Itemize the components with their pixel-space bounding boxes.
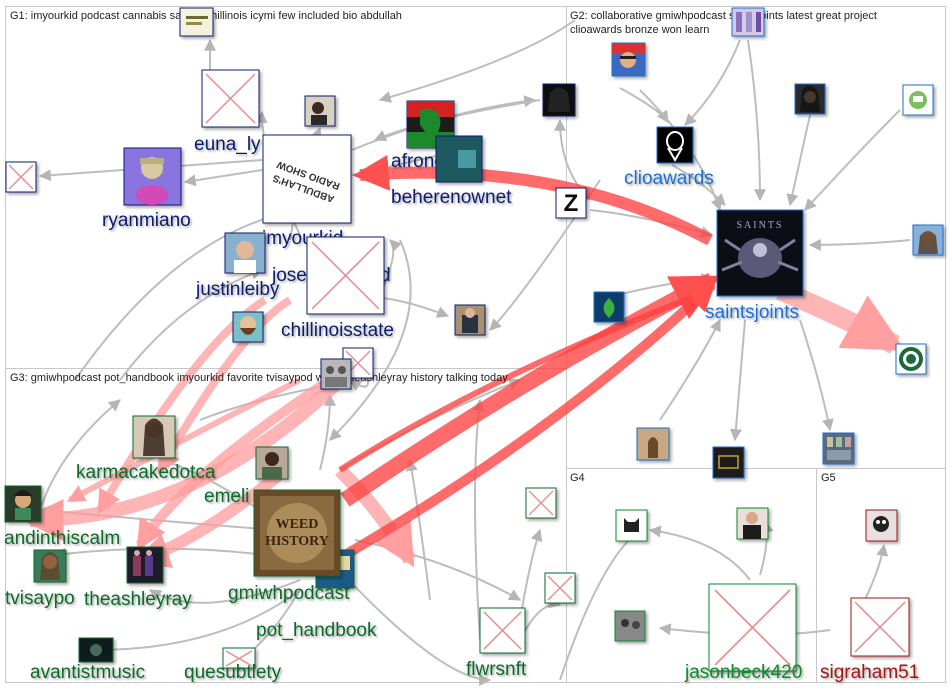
group-box-g5: [816, 468, 946, 683]
group-title-g2-line2: clioawards bronze won learn: [570, 24, 709, 36]
label-emeli: emeli: [204, 486, 249, 507]
group-title-g2: G2: collaborative gmiwhpodcast saintsjoi…: [570, 10, 877, 22]
svg-text:Z: Z: [564, 190, 579, 217]
node-broken-small-g3-1[interactable]: [525, 487, 557, 519]
label-flwrsnft: flwrsnft: [466, 659, 527, 680]
node-afronola[interactable]: [406, 100, 455, 149]
node-woman-right-g2[interactable]: [912, 224, 944, 256]
node-euna_ly[interactable]: [201, 69, 260, 128]
node-ryanmiano[interactable]: [123, 147, 182, 206]
node-jasonbeck420[interactable]: [708, 583, 797, 672]
node-theashleyray[interactable]: [126, 546, 164, 584]
label-beherenownet: beherenownet: [391, 187, 512, 208]
label-sigraham51: sigraham51: [820, 662, 919, 683]
node-avantistmusic[interactable]: [78, 637, 114, 663]
node-chillinoisstate[interactable]: [306, 236, 385, 315]
group-boxes: [5, 6, 946, 683]
node-pink-banner[interactable]: [731, 7, 765, 37]
node-woman-small-g2[interactable]: [794, 83, 826, 115]
node-circle-badge-g2[interactable]: [895, 343, 927, 375]
label-jose-suffix: d: [380, 265, 391, 286]
node-gmiwhpodcast[interactable]: WEED HISTORY: [253, 489, 341, 577]
label-avantistmusic: avantistmusic: [30, 662, 145, 683]
node-cartoon-beard[interactable]: [232, 311, 264, 343]
node-gold-logo-g2[interactable]: [712, 446, 745, 479]
node-emeli[interactable]: [255, 446, 289, 480]
node-flag-man[interactable]: [611, 42, 646, 77]
node-clioawards[interactable]: [656, 126, 694, 164]
label-chillinoisstate: chillinoisstate: [281, 320, 394, 341]
node-bw-photo-g4[interactable]: [614, 610, 646, 642]
node-person-small-3[interactable]: [454, 304, 486, 336]
label-andinthiscalm: andinthiscalm: [4, 528, 120, 549]
group-title-g3: G3: gmiwhpodcast pot_handbook imyourkid …: [10, 372, 508, 384]
node-shelf-g2[interactable]: [822, 432, 855, 465]
node-green-leaf-g2[interactable]: [593, 291, 625, 323]
group-title-g4: G4: [570, 472, 585, 484]
node-left-broken[interactable]: [5, 161, 37, 193]
node-flwrsnft[interactable]: [479, 607, 526, 654]
label-jasonbeck420: jasonbeck420: [684, 662, 802, 683]
label-gmiwhpodcast: gmiwhpodcast: [228, 583, 350, 604]
label-pot_handbook: pot_handbook: [256, 620, 377, 641]
label-karmacakedotca: karmacakedotca: [76, 462, 216, 483]
node-imyourkid[interactable]: ABDULLAH'S RADIO SHOW: [262, 134, 352, 224]
weed-history-text-1: WEED: [276, 517, 319, 532]
red-edges: [338, 154, 721, 560]
label-justinleiby: justinleiby: [195, 279, 280, 300]
grey-edges: [38, 19, 911, 686]
saints-logo-text: SAINTS: [736, 220, 783, 231]
node-green-logo-g2[interactable]: [902, 84, 934, 116]
node-statue-g2[interactable]: [636, 427, 670, 461]
node-beherenownet[interactable]: [435, 135, 483, 183]
label-clioawards: clioawards: [624, 168, 714, 189]
node-quesubtlety[interactable]: [222, 647, 256, 669]
node-group-photo[interactable]: [320, 358, 352, 390]
node-tvisaypod[interactable]: [33, 549, 67, 583]
label-theashleyray: theashleyray: [84, 589, 192, 610]
node-broken-small-g3-2[interactable]: [544, 572, 576, 604]
node-sigraham51[interactable]: [850, 597, 910, 657]
node-justinleiby[interactable]: [224, 232, 266, 274]
label-ryanmiano: ryanmiano: [102, 210, 191, 231]
node-face-g5[interactable]: [865, 509, 898, 542]
node-z-logo[interactable]: Z: [555, 187, 587, 219]
label-tvisaypod: tvisaypo: [5, 588, 75, 609]
node-cat-logo-g4[interactable]: [615, 509, 648, 542]
group-title-g5: G5: [821, 472, 836, 484]
label-saintsjoints: saintsjoints: [705, 302, 799, 323]
node-person-small-2[interactable]: [542, 83, 576, 117]
node-karmacakedotca[interactable]: [132, 415, 176, 459]
label-quesubtlety: quesubtlety: [184, 662, 282, 683]
label-jose: jose: [271, 265, 307, 286]
node-andinthiscalm[interactable]: [4, 485, 42, 523]
node-man-g4[interactable]: [736, 507, 769, 540]
label-euna_ly: euna_ly: [194, 134, 261, 155]
node-small-logo-top[interactable]: [179, 7, 214, 37]
node-saintsjoints[interactable]: SAINTS: [716, 209, 804, 297]
weed-history-text-2: HISTORY: [265, 534, 329, 549]
node-person-small-1[interactable]: [304, 95, 336, 127]
